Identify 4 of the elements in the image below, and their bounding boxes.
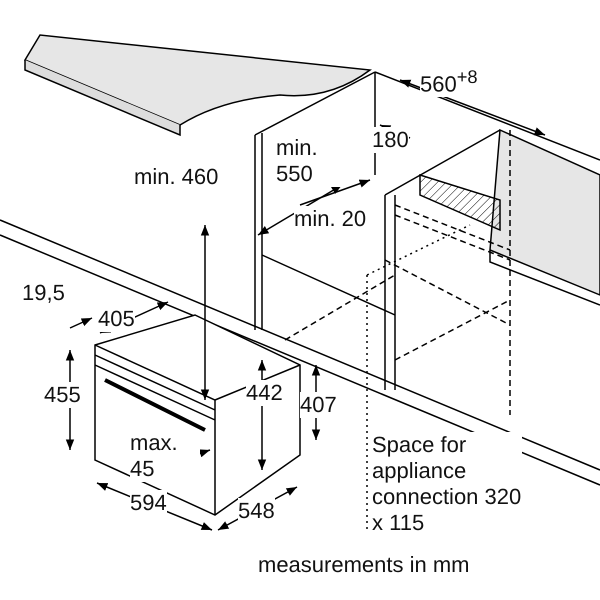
dimension-label: 442 [246, 380, 283, 406]
dimension-label: 455 [44, 382, 81, 408]
dimension-label: 407 [300, 392, 337, 418]
dimension-label: 180 [372, 127, 409, 153]
